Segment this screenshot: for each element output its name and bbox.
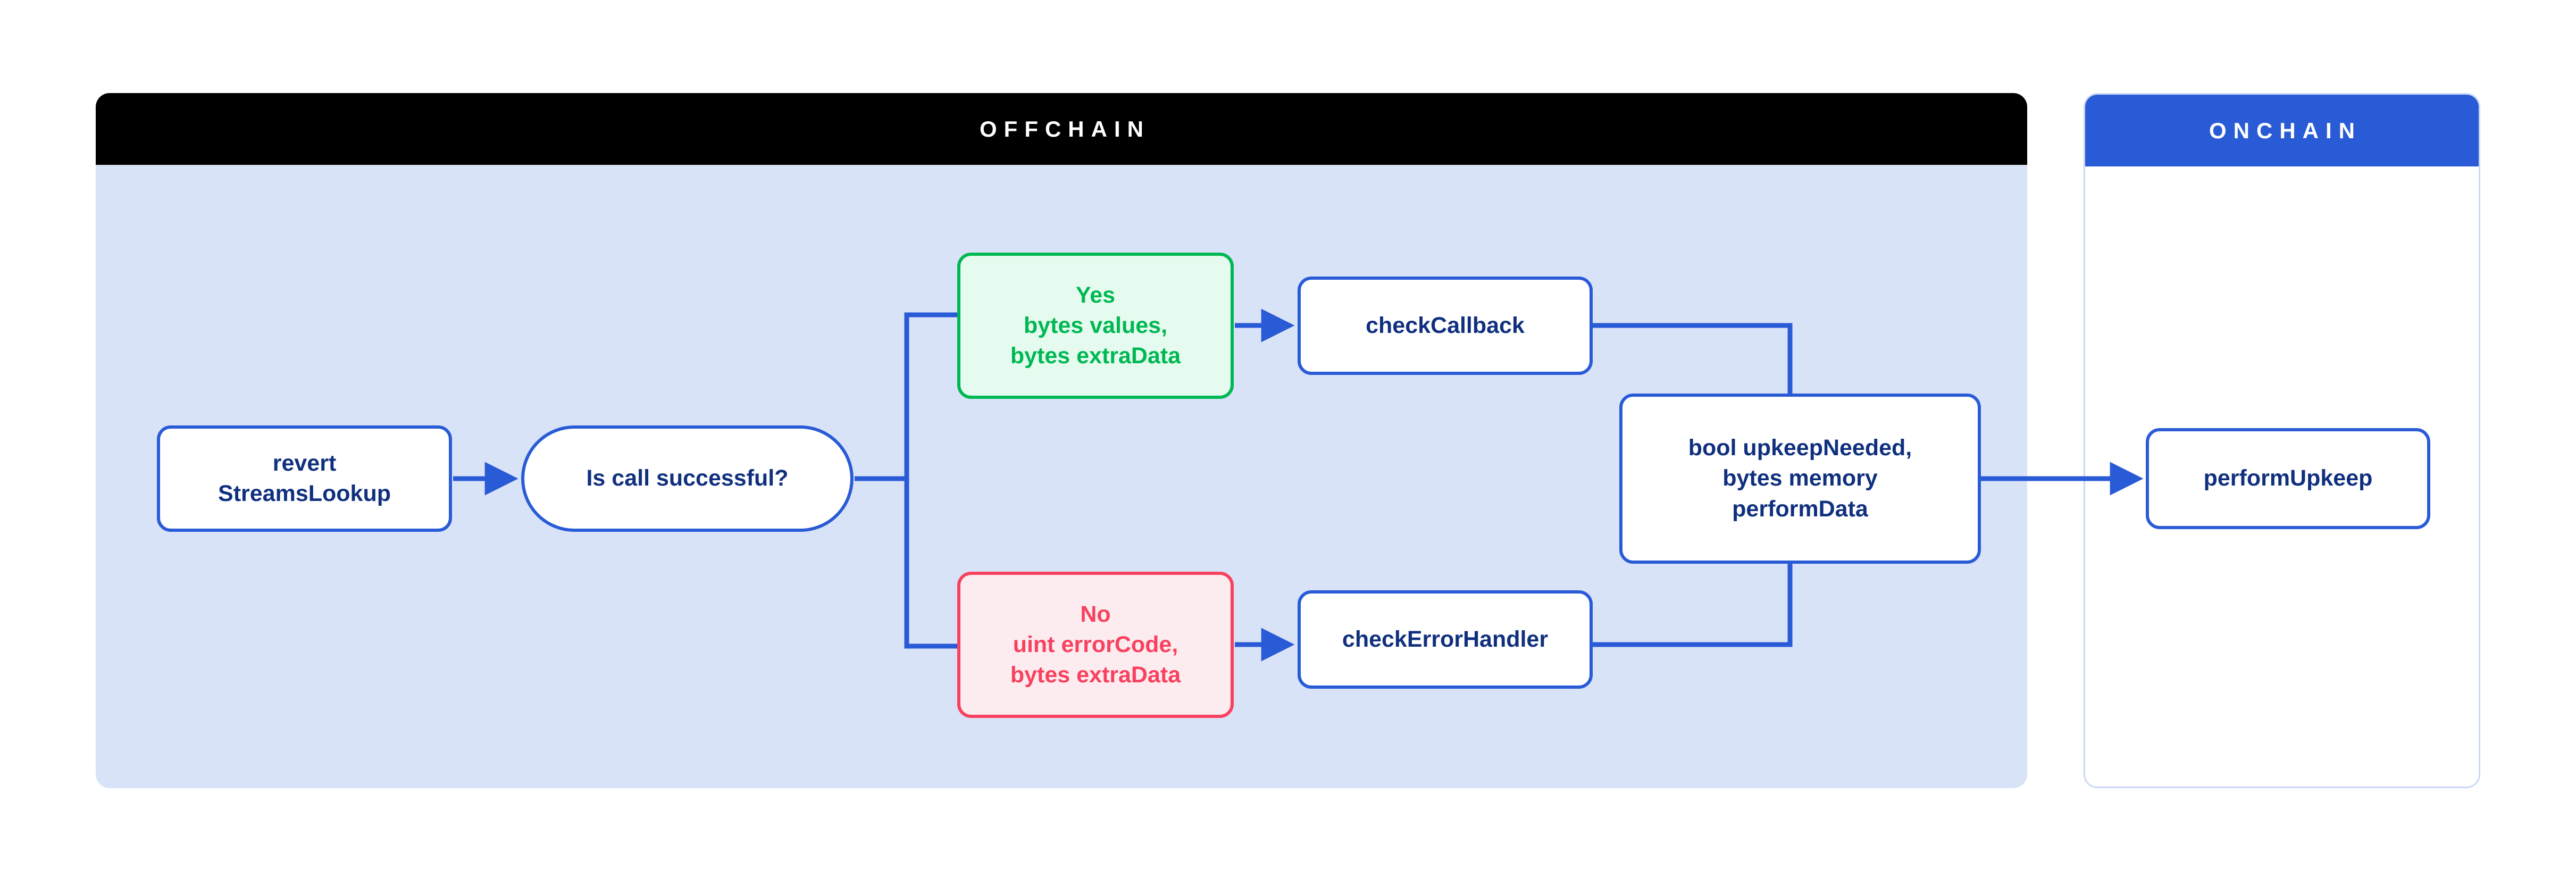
- node-no-line2: uint errorCode,: [1013, 631, 1178, 657]
- node-yes-branch[interactable]: Yes bytes values, bytes extraData: [957, 253, 1234, 399]
- node-yes-line3: bytes extraData: [1010, 343, 1181, 369]
- panel-onchain-title: ONCHAIN: [2085, 95, 2479, 166]
- node-revert-line2: StreamsLookup: [218, 481, 391, 506]
- node-is-call-successful[interactable]: Is call successful?: [521, 425, 854, 532]
- node-no-line3: bytes extraData: [1010, 662, 1181, 688]
- node-upkeep-needed-output[interactable]: bool upkeepNeeded, bytes memory performD…: [1619, 394, 1981, 564]
- node-performupkeep[interactable]: performUpkeep: [2146, 428, 2430, 529]
- node-checkcallback[interactable]: checkCallback: [1298, 277, 1593, 375]
- node-no-line1: No: [1080, 601, 1111, 627]
- node-yes-line2: bytes values,: [1023, 312, 1168, 338]
- node-no-branch[interactable]: No uint errorCode, bytes extraData: [957, 572, 1234, 718]
- node-decision-label: Is call successful?: [586, 465, 789, 491]
- node-yes-line1: Yes: [1075, 282, 1116, 308]
- node-revert-line1: revert: [272, 450, 337, 476]
- node-checkcallback-label: checkCallback: [1366, 312, 1525, 338]
- node-performupkeep-label: performUpkeep: [2203, 465, 2373, 491]
- node-checkerrorhandler-label: checkErrorHandler: [1342, 626, 1549, 652]
- node-upkeepneeded-line3: performData: [1732, 496, 1868, 522]
- panel-offchain-title: OFFCHAIN: [96, 93, 2027, 165]
- node-revert-streamslookup[interactable]: revert StreamsLookup: [157, 425, 452, 532]
- node-checkerrorhandler[interactable]: checkErrorHandler: [1298, 590, 1593, 689]
- node-upkeepneeded-line1: bool upkeepNeeded,: [1688, 435, 1912, 461]
- node-upkeepneeded-line2: bytes memory: [1722, 465, 1878, 491]
